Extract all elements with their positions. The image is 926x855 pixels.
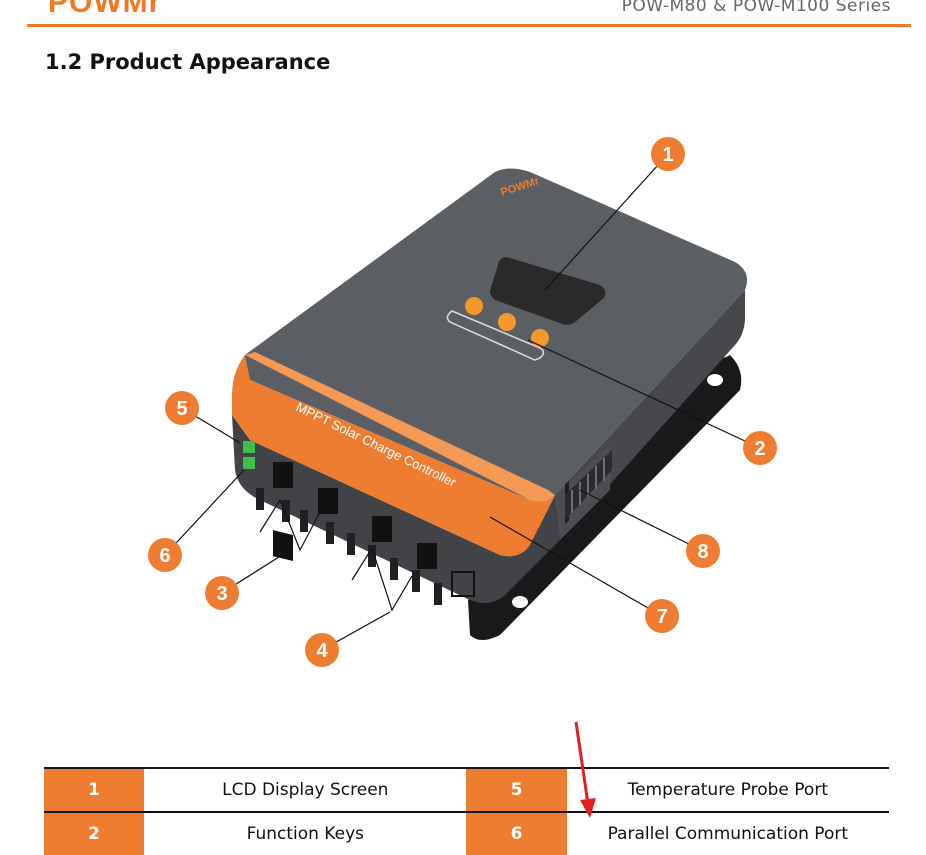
heatsink-fins [256,488,442,605]
rear-port [451,571,475,597]
brand-logo: POWMr [48,0,162,19]
item-number: 2 [44,811,145,855]
callout-badge: 8 [686,534,720,568]
callout-badge: 7 [645,599,679,633]
callout-badge: 2 [743,431,777,465]
temperature-port [243,441,255,453]
function-key[interactable] [498,313,516,331]
plate-hole [512,596,528,608]
page-header: POWMr POW-M80 & POW-M100 Series [0,0,926,27]
item-label: Temperature Probe Port [566,767,889,812]
table-row: 2 Function Keys 6 Parallel Communication… [44,811,889,855]
svg-text:7: 7 [656,606,667,628]
header-rule [27,24,911,27]
key-panel [446,310,545,361]
orange-band [232,355,555,557]
product-figure: MPPT Solar Charge Controller POWMr [0,100,926,700]
svg-text:3: 3 [216,583,227,605]
temperature-port [243,457,255,469]
svg-text:1: 1 [662,144,673,166]
item-number: 5 [466,767,567,812]
svg-text:6: 6 [159,545,170,567]
product-illustration: MPPT Solar Charge Controller POWMr [148,137,777,667]
callout-badge: 1 [651,137,685,171]
item-label: LCD Display Screen [144,767,467,812]
leader-lines [164,153,761,651]
plate-hole [707,374,723,386]
svg-text:2: 2 [754,438,765,460]
component-table: 1 LCD Display Screen 5 Temperature Probe… [44,767,889,855]
callout-badge: 6 [148,538,182,572]
rj-port [417,543,437,569]
callout-badge: 3 [205,576,239,610]
item-number: 6 [466,811,567,855]
section-title: 1.2 Product Appearance [45,50,331,74]
rj-port [273,530,293,562]
lcd-display [490,257,606,325]
callout-badge: 4 [305,633,339,667]
rj-port [273,462,293,488]
svg-text:4: 4 [316,640,328,662]
item-label: Parallel Communication Port [566,811,889,855]
svg-text:8: 8 [697,541,708,563]
item-label: Function Keys [144,811,467,855]
rj-port [318,488,338,514]
device-front-face [232,415,560,604]
function-key[interactable] [465,297,483,315]
vent-slots [571,458,605,513]
series-title: POW-M80 & POW-M100 Series [621,0,891,16]
function-key[interactable] [531,329,549,347]
mounting-plate-edge [468,355,742,640]
rj-port [372,516,392,542]
device-top-face [239,168,748,502]
callout-badge: 5 [165,391,199,425]
svg-text:5: 5 [176,398,187,420]
table-row: 1 LCD Display Screen 5 Temperature Probe… [44,767,889,812]
item-number: 1 [44,767,145,812]
orange-band-top [245,352,555,502]
